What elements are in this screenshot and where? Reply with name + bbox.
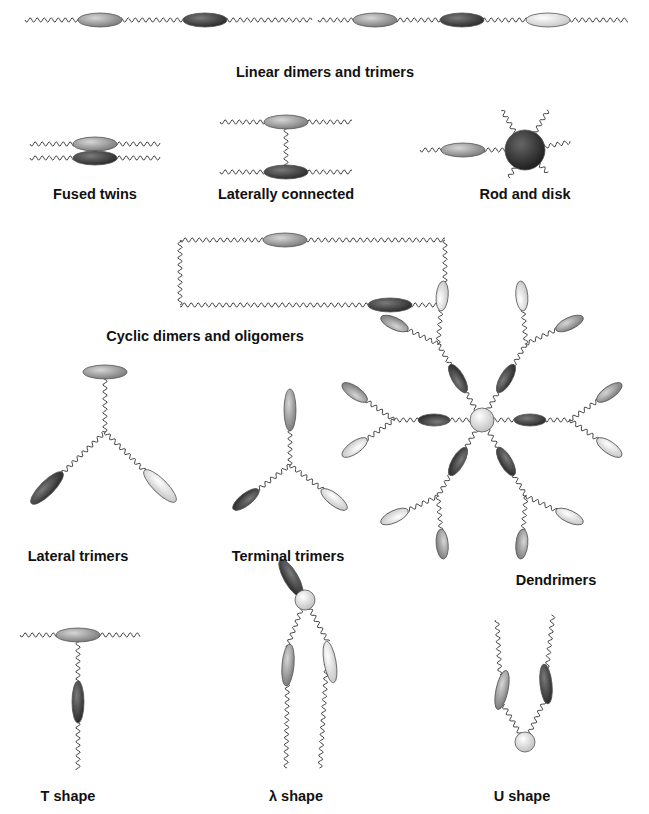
mesogen-rod — [320, 640, 339, 683]
mesogen-rod — [493, 445, 519, 479]
mesogen-rod — [73, 137, 117, 151]
spacer-chain — [405, 495, 438, 512]
spacer-chain — [521, 496, 527, 532]
architecture-caption: Terminal trimers — [232, 548, 345, 564]
mesogen-rod — [56, 628, 100, 642]
mesogen-rod — [263, 233, 307, 247]
spacer-chain — [436, 496, 443, 532]
mesogen-rod — [553, 312, 585, 336]
spacer-chain — [288, 430, 292, 465]
mesogen-rod — [318, 485, 351, 514]
mesogen-rod — [594, 434, 625, 461]
mesogen-rod — [378, 312, 410, 336]
mesogen-rod — [492, 669, 512, 711]
mesogen-rod — [339, 379, 370, 406]
mesogen-rod — [368, 298, 412, 312]
mesogen-rod — [440, 13, 484, 27]
mesogen-rod — [26, 467, 67, 508]
spacer-chain — [546, 615, 555, 668]
core-unit — [515, 732, 535, 752]
spacer-chain — [526, 496, 558, 513]
architecture-caption: Lateral trimers — [28, 548, 129, 564]
spacer-chain — [436, 308, 442, 344]
spacer-chain — [180, 238, 445, 242]
mesogen-rod — [538, 663, 554, 704]
spacer-chain — [570, 420, 599, 442]
mesogen-rod — [526, 13, 570, 27]
mesogen-rod — [264, 165, 308, 179]
mesogen-rod — [435, 529, 450, 560]
spacer-chain — [284, 122, 288, 172]
spacer-chain — [482, 343, 527, 420]
mesogen-rod — [72, 681, 84, 723]
mesogen-rod — [435, 281, 450, 312]
architecture-caption: Cyclic dimers and oligomers — [106, 328, 303, 344]
mesogen-rod — [339, 434, 370, 461]
mesogen-rod — [378, 505, 410, 529]
mesogen-rod — [73, 151, 117, 165]
mesogen-rod — [493, 362, 519, 396]
architecture-caption: U shape — [494, 788, 550, 804]
spacer-chain — [103, 372, 107, 432]
mesogen-rod — [445, 362, 471, 396]
mesogen-rod — [280, 644, 296, 687]
spacer-chain — [570, 399, 600, 421]
dendrimer-core — [470, 408, 494, 432]
mesogen-rod — [78, 13, 122, 27]
mesogen-rod — [514, 414, 546, 426]
spacer-chain — [481, 420, 527, 496]
mesogen-rod — [418, 414, 450, 426]
spacer-chain — [178, 240, 182, 305]
core-unit — [295, 590, 315, 610]
spacer-chain — [437, 420, 482, 497]
mesogen-rod — [284, 389, 296, 431]
spacer-chain — [254, 464, 290, 491]
mesogen-rod — [445, 445, 471, 479]
architecture-caption: Fused twins — [53, 186, 137, 202]
spacer-chain — [526, 328, 559, 345]
mesogen-rod — [441, 143, 485, 157]
spacer-chain — [495, 620, 502, 675]
mesogen-rod — [230, 485, 263, 514]
mesogen-rod — [515, 529, 530, 560]
spacer-chain — [290, 465, 326, 493]
mesogen-rod — [553, 505, 585, 529]
architecture-caption: T shape — [41, 788, 96, 804]
architecture-caption: Dendrimers — [516, 572, 597, 588]
architecture-caption: Laterally connected — [218, 186, 354, 202]
spacer-chain — [365, 398, 394, 420]
spacer-chain — [364, 419, 394, 441]
spacer-chain — [406, 327, 438, 344]
mesogen-rod — [515, 281, 530, 312]
spacer-chain — [25, 18, 312, 22]
mesogen-rod — [183, 13, 227, 27]
mesogen-rod — [83, 365, 127, 379]
mesogen-rod — [594, 379, 625, 406]
mesogen-rod — [139, 465, 180, 506]
mesogen-rod — [353, 13, 397, 27]
spacer-chain — [521, 308, 528, 344]
spacer-chain — [437, 344, 483, 420]
architecture-caption: λ shape — [269, 788, 323, 804]
architecture-caption: Rod and disk — [479, 186, 570, 202]
mesogen-rod — [264, 115, 308, 129]
architecture-caption: Linear dimers and trimers — [236, 64, 414, 80]
disk-core — [505, 130, 545, 170]
